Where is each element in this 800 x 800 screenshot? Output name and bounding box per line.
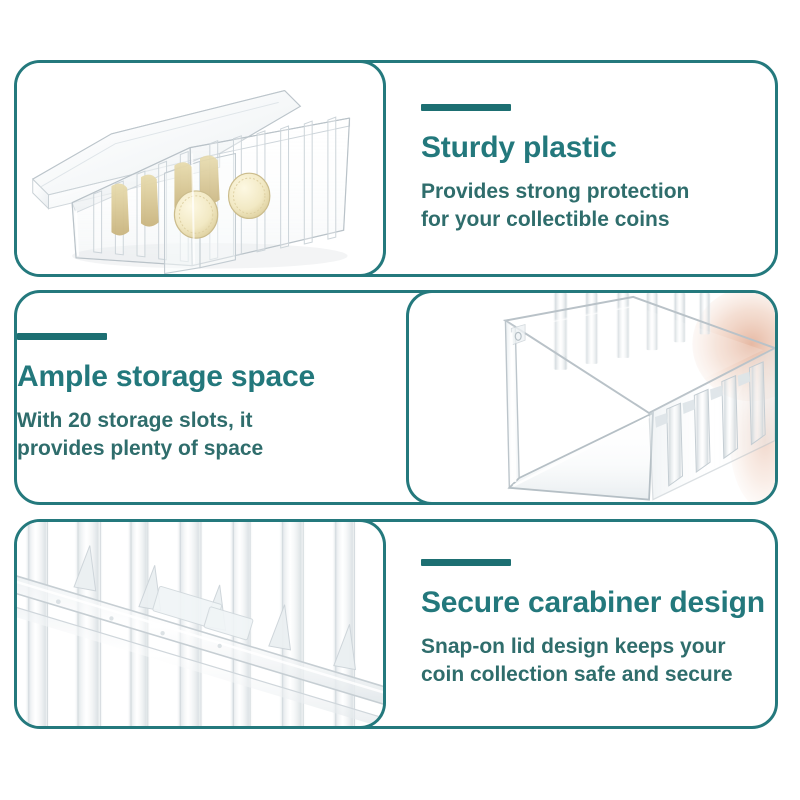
feature-copy-secure-carabiner-design: Secure carabiner design Snap-on lid desi… xyxy=(421,522,775,726)
feature-title: Sturdy plastic xyxy=(421,130,617,164)
snap-on-clip-detail-illustration xyxy=(17,522,383,726)
coin-box-with-lid-photo xyxy=(17,63,386,274)
feature-body: With 20 storage slots, it provides plent… xyxy=(17,407,371,462)
feature-title: Secure carabiner design xyxy=(421,586,765,620)
feature-body-line: for your collectible coins xyxy=(421,207,670,231)
accent-rule xyxy=(421,559,511,567)
snap-on-clip-detail-photo xyxy=(17,522,386,726)
feature-panel-sturdy-plastic: Sturdy plastic Provides strong protectio… xyxy=(14,60,778,277)
feature-body-line: Provides strong protection xyxy=(421,179,690,203)
accent-rule xyxy=(421,103,511,111)
coin-box-with-lid-illustration xyxy=(31,90,351,274)
feature-panel-secure-carabiner-design: Secure carabiner design Snap-on lid desi… xyxy=(14,519,778,729)
feature-body-line: provides plenty of space xyxy=(17,436,264,460)
feature-panel-ample-storage-space: Ample storage space With 20 storage slot… xyxy=(14,290,778,505)
feature-body: Provides strong protection for your coll… xyxy=(421,178,775,233)
feature-body-line: Snap-on lid design keeps your xyxy=(421,635,726,659)
accent-rule xyxy=(17,332,107,340)
feature-copy-sturdy-plastic: Sturdy plastic Provides strong protectio… xyxy=(421,63,775,274)
feature-body-line: With 20 storage slots, it xyxy=(17,408,253,432)
feature-title: Ample storage space xyxy=(17,359,315,393)
box-interior-slots-illustration xyxy=(502,293,775,502)
box-interior-slots-photo xyxy=(406,293,775,502)
feature-body-line: coin collection safe and secure xyxy=(421,663,733,687)
feature-copy-ample-storage-space: Ample storage space With 20 storage slot… xyxy=(17,293,371,502)
feature-body: Snap-on lid design keeps your coin colle… xyxy=(421,633,775,688)
